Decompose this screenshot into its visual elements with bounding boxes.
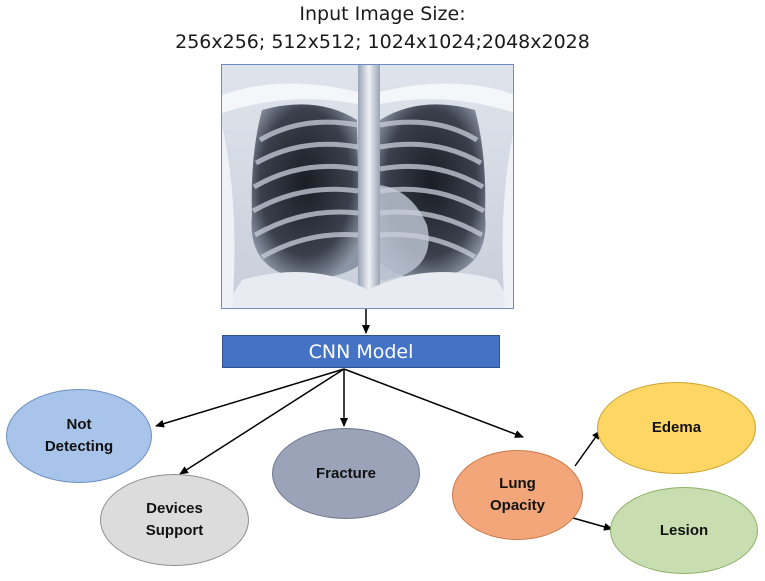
node-lesion-label: Lesion [659,521,709,539]
arrow-cnn-to-devices-support [179,368,345,475]
node-lung-opacity-label: Lung Opacity [489,475,546,514]
node-fracture: Fracture [272,428,420,519]
input-size-heading: Input Image Size: [299,3,466,25]
node-devices-support: Devices Support [100,474,249,566]
node-not-detecting: Not Detecting [6,389,152,483]
node-lesion: Lesion [610,487,758,574]
arrow-lung-to-lesion [572,517,613,531]
input-size-values: 256x256; 512x512; 1024x1024;2048x2028 [175,31,590,53]
node-lung-opacity: Lung Opacity [452,450,583,540]
node-fracture-label: Fracture [315,464,377,482]
arrow-lung-to-edema [574,430,601,467]
cnn-model-box: CNN Model [222,335,500,368]
node-edema-label: Edema [651,419,702,436]
node-edema: Edema [597,382,756,474]
node-not-detecting-label: Not Detecting [44,416,114,455]
arrow-cnn-to-lung-opacity [343,368,524,438]
arrow-cnn-to-not-detecting [155,368,345,428]
chest-xray-image [221,64,514,309]
node-devices-support-label: Devices Support [145,500,204,539]
